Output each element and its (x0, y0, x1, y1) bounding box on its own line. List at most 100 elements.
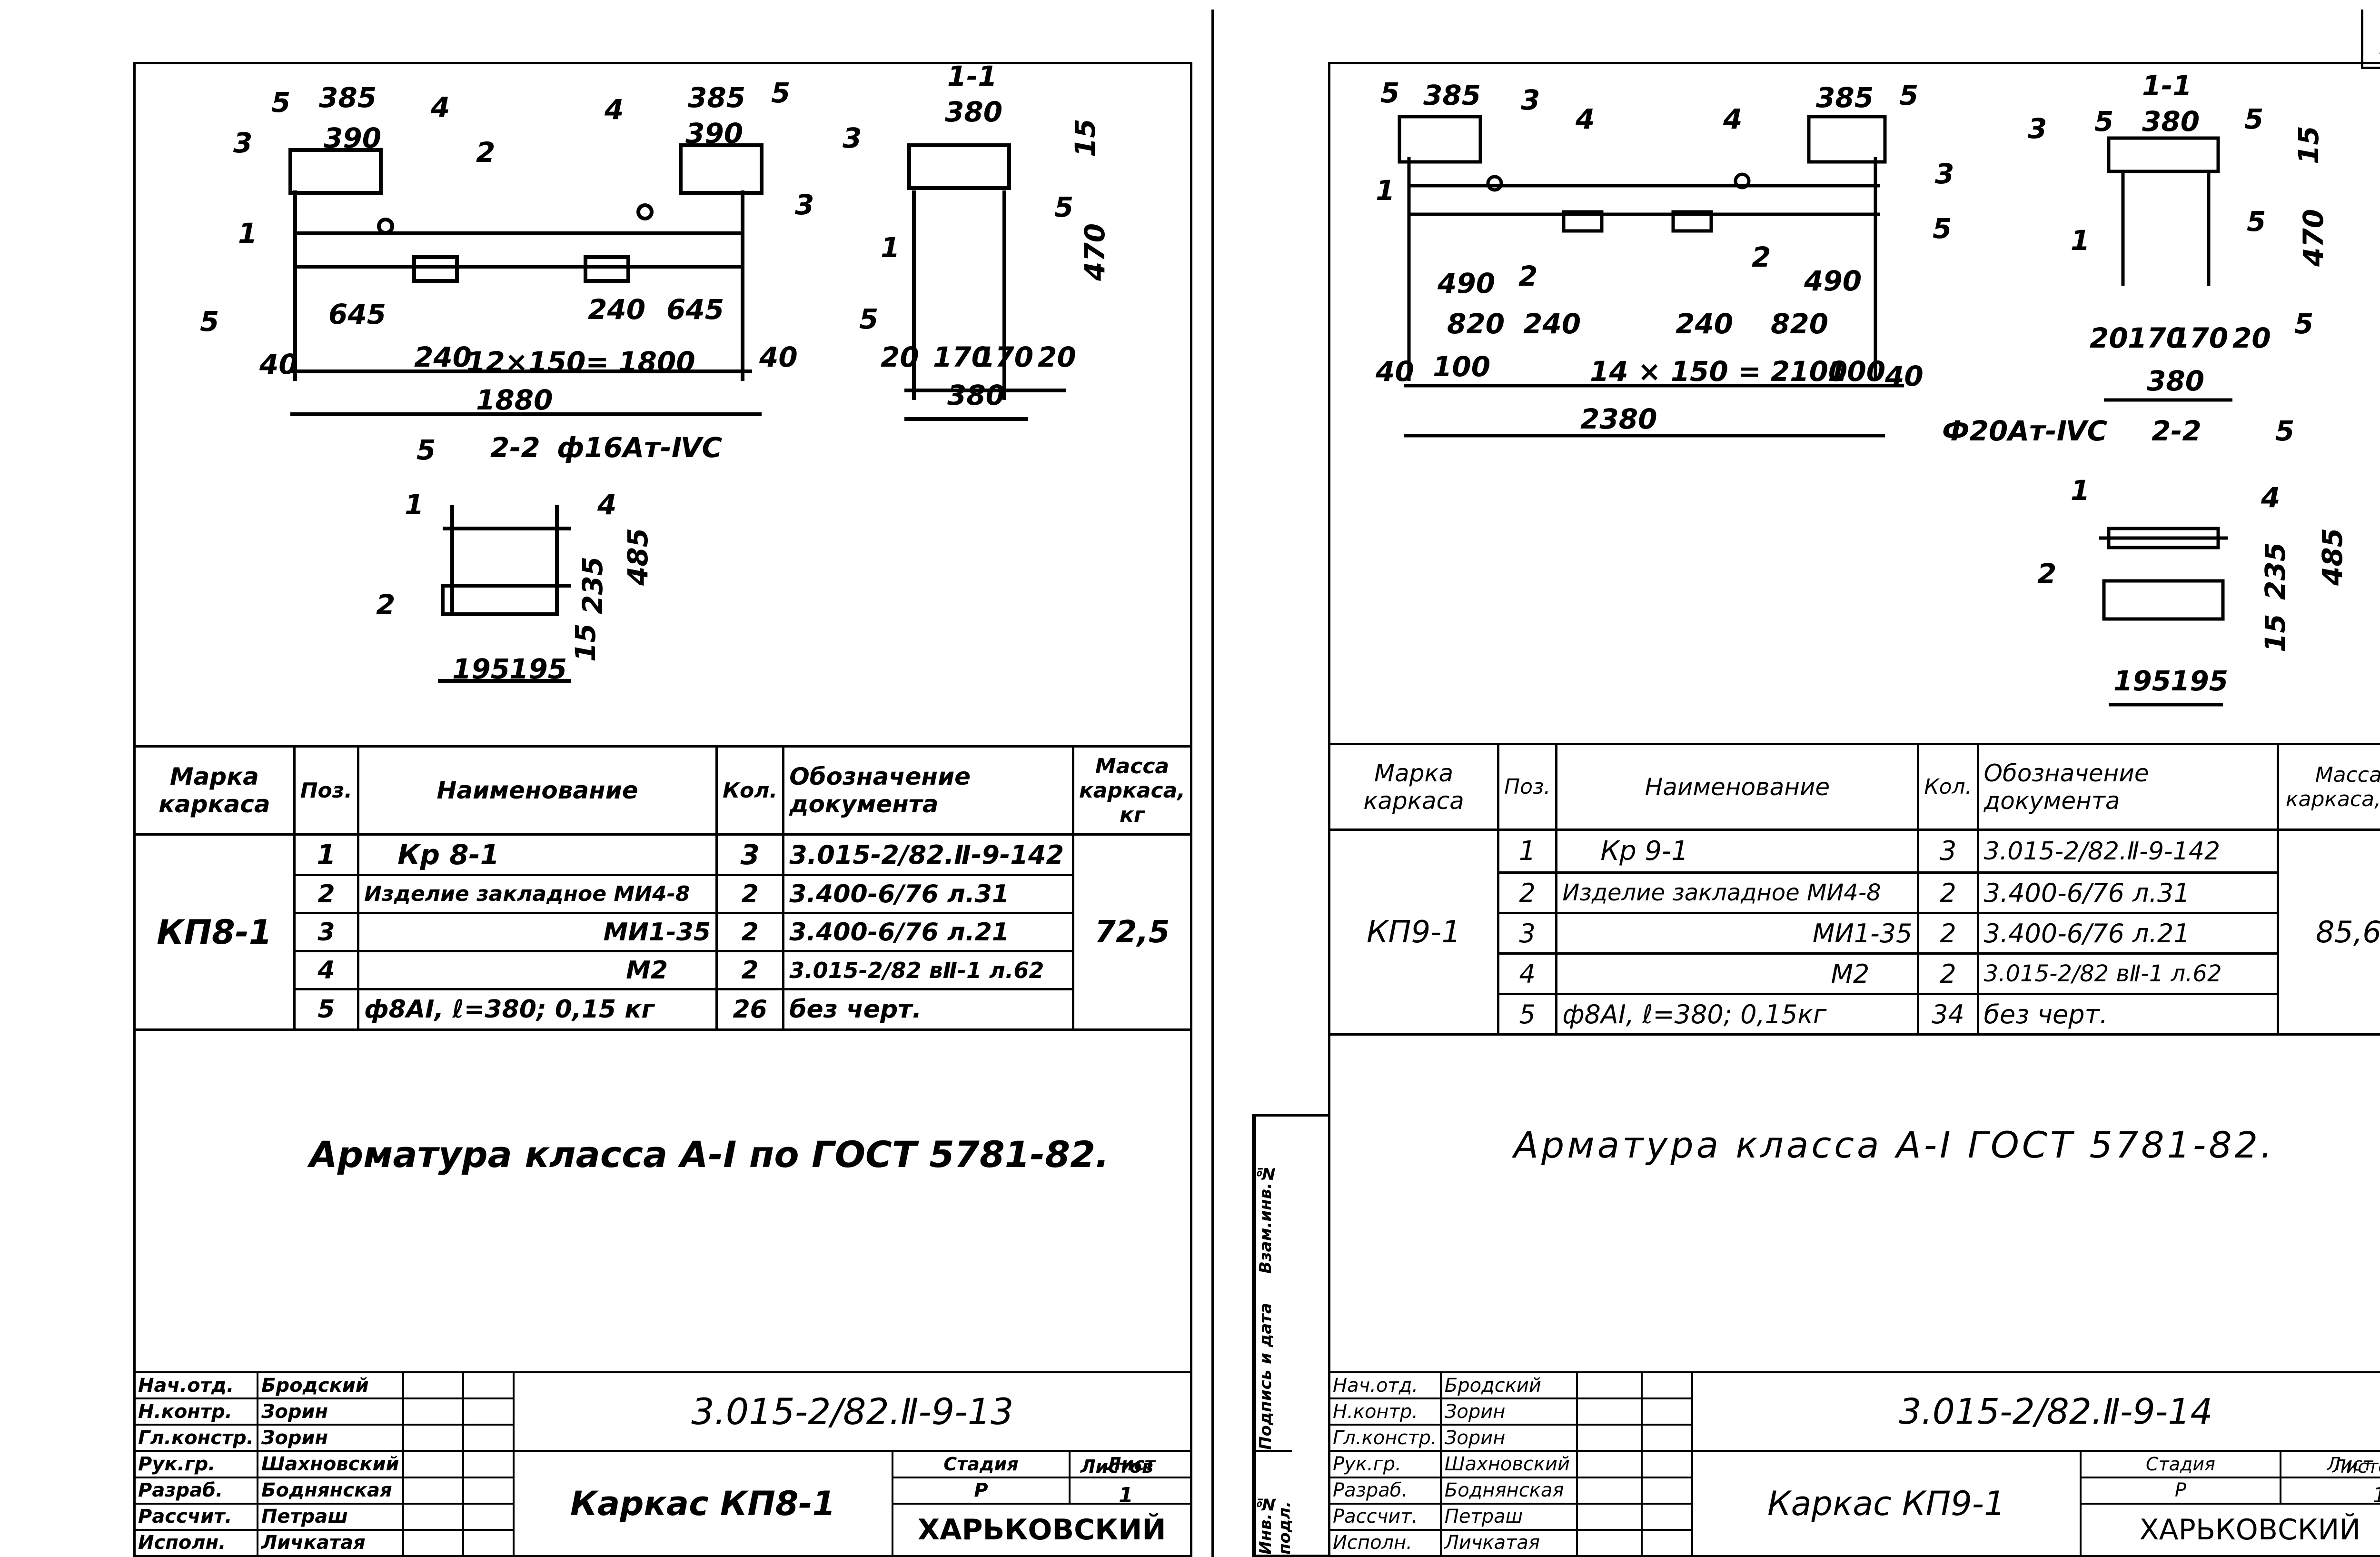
tb-sheets-left: 1 (1119, 1483, 1133, 1507)
row1-pos: 1 (293, 833, 360, 876)
tb-sign (402, 1450, 464, 1478)
tb-date (462, 1397, 515, 1426)
tb-sign (402, 1476, 464, 1505)
tb-name: Петраш (256, 1502, 404, 1531)
tb-name: Зорин (256, 1397, 404, 1426)
row4-qty: 2 (715, 950, 785, 990)
tb-role: Н.контр. (1328, 1397, 1442, 1426)
spec-mark: КП9-1 (1328, 828, 1499, 1036)
row3-qty: 2 (1917, 912, 1979, 955)
tb-date (1640, 1476, 1693, 1505)
tb-sheet-label: Лист (2280, 1450, 2380, 1478)
page-number-box: 15 (2361, 10, 2380, 69)
tb-sheets-right: 1 (2373, 1483, 2380, 1507)
tb-date (462, 1476, 515, 1505)
tb-date (1640, 1371, 1693, 1400)
row3-qty: 2 (715, 912, 785, 952)
tb-org: ХАРЬКОВСКИЙ (2079, 1502, 2380, 1557)
tb-name: Шахновский (256, 1450, 404, 1478)
row1-doc: 3.015-2/82.Ⅱ-9-142 (1976, 828, 2279, 874)
row5-pos: 5 (1497, 993, 1558, 1036)
tb-sign (1576, 1502, 1643, 1531)
row1-pos: 1 (1497, 828, 1558, 874)
tb-doc-code: 3.015-2/82.Ⅱ-9-13 (512, 1371, 1193, 1452)
row4-name: М2 (357, 950, 718, 990)
tb-role: Разраб. (1328, 1476, 1442, 1505)
tb-sign (1576, 1371, 1643, 1400)
tb-sheet (2280, 1476, 2380, 1505)
hdr-pos: Поз. (293, 745, 360, 836)
row3-pos: 3 (1497, 912, 1558, 955)
tb-sign (1576, 1397, 1643, 1426)
tb-sign (402, 1424, 464, 1452)
tb-stage-label: Стадия (891, 1450, 1071, 1478)
row3-pos: 3 (293, 912, 360, 952)
stamp-inv: Инв.№ подл. (1254, 1445, 1294, 1555)
tb-sign (1576, 1528, 1643, 1557)
hdr-mass: Масса каркаса, кг (2276, 743, 2380, 831)
row5-qty: 26 (715, 988, 785, 1031)
tb-name: Зорин (1439, 1424, 1578, 1452)
row5-doc: без черт. (1976, 993, 2279, 1036)
hdr-mark: Марка каркаса (1328, 743, 1499, 831)
hdr-mark: Марка каркаса (133, 745, 296, 836)
tb-role: Рук.гр. (133, 1450, 258, 1478)
row1-qty: 3 (1917, 828, 1979, 874)
tb-name: Боднянская (256, 1476, 404, 1505)
tb-date (1640, 1528, 1693, 1557)
tb-date (1640, 1397, 1693, 1426)
row3-doc: 3.400-6/76 л.21 (782, 912, 1074, 952)
row2-qty: 2 (1917, 871, 1979, 914)
tb-doc-code: 3.015-2/82.Ⅱ-9-14 (1691, 1371, 2380, 1452)
tb-date (462, 1502, 515, 1531)
tb-sheet-label: Лист (1069, 1450, 1192, 1478)
tb-sheet (1069, 1476, 1192, 1505)
row4-pos: 4 (1497, 952, 1558, 995)
tb-name: Бродский (256, 1371, 404, 1400)
spec-mass: 72,5 (1071, 833, 1193, 1031)
hdr-qty: Кол. (1917, 743, 1979, 831)
tb-date (1640, 1424, 1693, 1452)
row2-pos: 2 (1497, 871, 1558, 914)
row4-pos: 4 (293, 950, 360, 990)
tb-name: Личкатая (1439, 1528, 1578, 1557)
spec-table-right: Марка каркаса Поз. Наименование Кол. Обо… (1328, 743, 2380, 1036)
row3-name: МИ1-35 (357, 912, 718, 952)
stamp-sign: Подпись и дата (1254, 1274, 1292, 1452)
row5-qty: 34 (1917, 993, 1979, 1036)
stamp-zam: Взам.инв.№ (1254, 1117, 1292, 1274)
row5-name: ф8АІ, ℓ=380; 0,15 кг (357, 988, 718, 1031)
hdr-pos: Поз. (1497, 743, 1558, 831)
tb-sheets-label-right: Листов (2332, 1456, 2380, 1477)
tb-sign (1576, 1450, 1643, 1478)
hdr-name: Наименование (1555, 743, 1920, 831)
row4-doc: 3.015-2/82 вⅡ-1 л.62 (1976, 952, 2279, 995)
tb-role: Рассчит. (1328, 1502, 1442, 1531)
spec-mass: 85,6 (2276, 828, 2380, 1036)
tb-name: Бродский (1439, 1371, 1578, 1400)
tb-name: Боднянская (1439, 1476, 1578, 1505)
tb-sign (402, 1397, 464, 1426)
binding-line (1211, 10, 1214, 1557)
tb-date (1640, 1450, 1693, 1478)
note-right: Арматура класса А-I ГОСТ 5781-82. (1514, 1124, 2275, 1166)
row2-name: Изделие закладное МИ4-8 (357, 874, 718, 914)
tb-role: Н.контр. (133, 1397, 258, 1426)
row2-doc: 3.400-6/76 л.31 (782, 874, 1074, 914)
row5-pos: 5 (293, 988, 360, 1031)
tb-role: Нач.отд. (1328, 1371, 1442, 1400)
row1-doc: 3.015-2/82.Ⅱ-9-142 (782, 833, 1074, 876)
tb-sign (402, 1528, 464, 1557)
tb-org: ХАРЬКОВСКИЙ (891, 1502, 1193, 1557)
tb-role: Рук.гр. (1328, 1450, 1442, 1478)
tb-date (1640, 1502, 1693, 1531)
hdr-doc: Обозначение документа (782, 745, 1074, 836)
tb-role: Разраб. (133, 1476, 258, 1505)
tb-name: Петраш (1439, 1502, 1578, 1531)
title-block-left: Нач.отд. Бродский 3.015-2/82.Ⅱ-9-13 Н.ко… (133, 1371, 1193, 1557)
tb-sign (1576, 1424, 1643, 1452)
tb-role: Исполн. (133, 1528, 258, 1557)
hdr-doc: Обозначение документа (1976, 743, 2279, 831)
row1-name: Кр 9-1 (1555, 828, 1920, 874)
row4-qty: 2 (1917, 952, 1979, 995)
